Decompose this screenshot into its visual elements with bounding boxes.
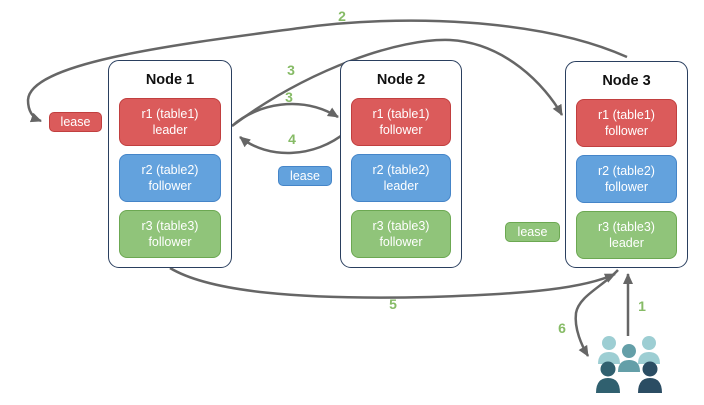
node2-box: Node 2 r1 (table1) follower r2 (table2) … (340, 60, 462, 268)
range-role: follower (379, 123, 423, 137)
lease-badge-r2: lease (278, 166, 332, 186)
node3-box: Node 3 r1 (table1) follower r2 (table2) … (565, 61, 688, 268)
node1-range-r2: r2 (table2) follower (119, 154, 221, 202)
range-label: r1 (table1) (141, 106, 199, 121)
range-label: r3 (table3) (598, 219, 655, 234)
node1-box: Node 1 r1 (table1) leader r2 (table2) fo… (108, 60, 232, 268)
node2-title: Node 2 (376, 72, 426, 88)
arrow-step5-node1-to-node3 (169, 266, 616, 299)
range-role: follower (604, 180, 649, 194)
range-role: leader (152, 123, 188, 137)
step-label-2: 2 (338, 8, 346, 24)
lease-badge-r3: lease (505, 222, 560, 242)
arrow-step3-node1-to-node2 (231, 102, 339, 127)
user-back-left (598, 336, 620, 364)
user-middle (618, 344, 640, 372)
node3-range-r1: r1 (table1) follower (576, 99, 677, 147)
users-icon (596, 336, 662, 393)
range-label: r1 (table1) (372, 106, 430, 121)
range-role: follower (379, 235, 423, 249)
node2-range-r2: r2 (table2) leader (351, 154, 451, 202)
node2-range-r1: r1 (table1) follower (351, 98, 451, 146)
step-label-5: 5 (389, 296, 397, 312)
node3-range-r3: r3 (table3) leader (576, 211, 677, 259)
step-label-3-long: 3 (287, 62, 295, 78)
range-role: leader (609, 236, 644, 250)
step-label-6: 6 (558, 320, 566, 336)
user-front-right (638, 361, 662, 393)
range-label: r3 (table3) (372, 218, 430, 233)
step-label-1: 1 (638, 298, 646, 314)
range-role: follower (148, 179, 192, 193)
range-label: r2 (table2) (141, 162, 199, 177)
range-label: r1 (table1) (598, 107, 655, 122)
range-label: r2 (table2) (372, 162, 430, 177)
node1-range-r3: r3 (table3) follower (119, 210, 221, 258)
step-label-3-short: 3 (285, 89, 293, 105)
user-front-left (596, 361, 620, 393)
range-role: leader (383, 179, 419, 193)
range-role: follower (148, 235, 192, 249)
range-label: r2 (table2) (598, 163, 655, 178)
node1-title: Node 1 (145, 72, 195, 88)
range-label: r3 (table3) (141, 218, 199, 233)
user-back-right (638, 336, 660, 364)
lease-badge-r1: lease (49, 112, 102, 132)
range-role: follower (604, 124, 649, 138)
node1-range-r1: r1 (table1) leader (119, 98, 221, 146)
node3-range-r2: r2 (table2) follower (576, 155, 677, 203)
node3-title: Node 3 (602, 73, 651, 89)
step-label-4: 4 (288, 131, 296, 147)
node2-range-r3: r3 (table3) follower (351, 210, 451, 258)
